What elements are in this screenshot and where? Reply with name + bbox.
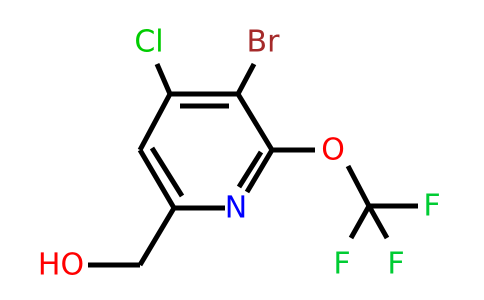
bond-c4-cl: [154, 63, 173, 95]
atom-n-label: N: [225, 191, 247, 226]
bond-o-cf3: [345, 164, 372, 208]
atom-f-top-label: F: [423, 189, 440, 224]
bond-c3-br: [235, 62, 257, 96]
bond-c3-c2: [235, 92, 275, 152]
bond-c2-n-double: [236, 150, 264, 189]
bond-c6-c5-double: [149, 146, 185, 198]
bond-cf3-f-right: [366, 204, 390, 240]
atom-cl-label: Cl: [134, 25, 163, 60]
atom-br-label: Br: [247, 25, 281, 60]
atom-f-right-label: F: [387, 247, 404, 282]
bond-c5-c4: [137, 92, 173, 152]
bond-cf3-f-left: [348, 204, 372, 240]
bond-c6-c5: [137, 148, 177, 210]
atom-f-left-label: F: [333, 247, 350, 282]
atom-o-ether-label: O: [321, 133, 345, 168]
bond-c6-ch2: [137, 206, 177, 267]
bond-c2-n: [244, 148, 275, 194]
atom-ho-label: HO: [38, 248, 84, 283]
